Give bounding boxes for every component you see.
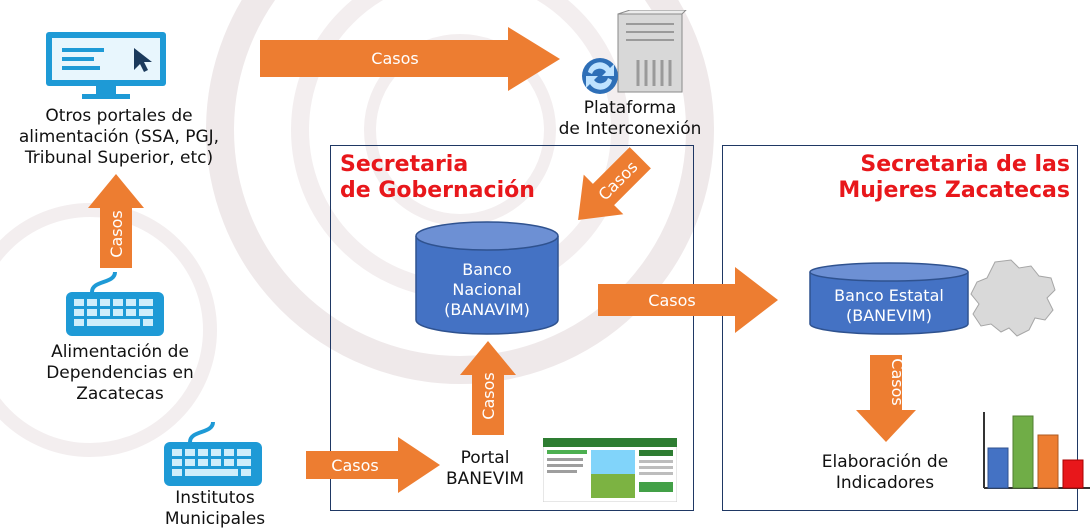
- otros-portales-line-3: Tribunal Superior, etc): [24, 148, 214, 168]
- arrow-middle: Casos: [598, 267, 778, 333]
- banco-estatal-cylinder: [809, 262, 969, 335]
- monitor-icon: [46, 32, 166, 99]
- arrow-up-portal-label: Casos: [479, 372, 498, 419]
- gobernacion-group-box: [330, 145, 694, 511]
- plataforma-line-2: de Interconexión: [558, 119, 702, 139]
- mujeres-group-box: [722, 145, 1078, 511]
- keyboard-icon: [66, 271, 164, 336]
- arrow-up-left: Casos: [88, 174, 144, 268]
- arrow-bottom-left-label: Casos: [331, 456, 378, 475]
- gobernacion-title-line-1: Secretaria: [340, 152, 469, 177]
- institutos-line-2: Municipales: [164, 509, 266, 529]
- banco-nacional-line-3: (BANAVIM): [444, 300, 530, 319]
- elaboracion-line-2: Indicadores: [835, 473, 935, 493]
- gobernacion-title-line-2: de Gobernación: [340, 178, 535, 203]
- alimentacion-label: Alimentación de Dependencias en Zacateca…: [10, 342, 230, 405]
- banco-nacional-cylinder: [415, 221, 559, 335]
- website-thumbnail-icon: [543, 438, 677, 502]
- mujeres-title: Secretaria de las Mujeres Zacatecas: [838, 152, 1070, 204]
- arrow-top-label: Casos: [371, 49, 418, 68]
- alimentacion-line-2: Dependencias en: [46, 363, 194, 383]
- portal-line-2: BANEVIM: [445, 469, 525, 489]
- otros-portales-line-1: Otros portales de: [45, 106, 193, 126]
- arrow-up-portal: Casos: [460, 341, 516, 435]
- institutos-label: Institutos Municipales: [150, 488, 280, 530]
- arrow-down-right: Casos: [856, 355, 916, 442]
- otros-portales-label: Otros portales de alimentación (SSA, PGJ…: [0, 106, 238, 169]
- alimentacion-line-3: Zacatecas: [76, 384, 164, 404]
- otros-portales-line-2: alimentación (SSA, PGJ,: [18, 127, 220, 147]
- portal-label: Portal BANEVIM: [430, 448, 540, 490]
- banco-nacional-line-2: Nacional: [452, 280, 522, 299]
- banco-nacional-line-1: Banco: [462, 260, 512, 279]
- arrow-top: Casos: [260, 27, 560, 91]
- mujeres-title-line-2: Mujeres Zacatecas: [838, 178, 1070, 203]
- server-icon: [582, 10, 687, 94]
- mujeres-title-line-1: Secretaria de las: [860, 152, 1070, 177]
- institutos-line-1: Institutos: [175, 488, 255, 508]
- bar-chart-icon: [983, 412, 1090, 489]
- banco-nacional-label: Banco Nacional (BANAVIM): [414, 260, 560, 320]
- banco-estatal-line-2: (BANEVIM): [846, 306, 932, 325]
- elaboracion-label: Elaboración de Indicadores: [810, 452, 960, 494]
- arrow-middle-label: Casos: [648, 291, 695, 310]
- banco-estatal-line-1: Banco Estatal: [834, 286, 944, 305]
- gobernacion-title: Secretaria de Gobernación: [340, 152, 535, 204]
- arrow-up-left-label: Casos: [107, 210, 126, 257]
- elaboracion-line-1: Elaboración de: [821, 452, 949, 472]
- arrow-diagonal: Casos: [578, 147, 651, 220]
- portal-line-1: Portal: [460, 448, 510, 468]
- arrow-down-right-label: Casos: [888, 358, 907, 405]
- zacatecas-map-icon: [970, 259, 1056, 337]
- alimentacion-line-1: Alimentación de: [51, 342, 189, 362]
- keyboard-icon: [164, 421, 262, 486]
- plataforma-line-1: Plataforma: [583, 98, 677, 118]
- plataforma-label: Plataforma de Interconexión: [540, 98, 720, 140]
- banco-estatal-label: Banco Estatal (BANEVIM): [808, 286, 970, 326]
- arrow-bottom-left: Casos: [306, 437, 440, 493]
